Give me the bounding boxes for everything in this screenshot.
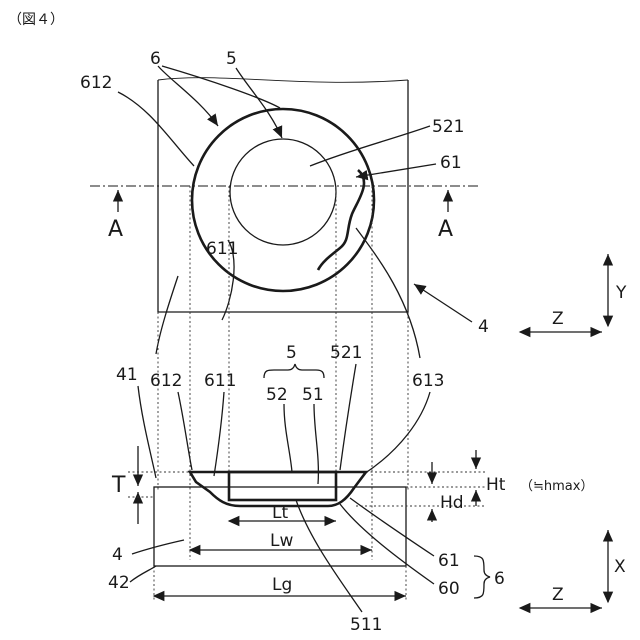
leader-4-sec	[132, 540, 184, 554]
dim-hd-label: Hd	[440, 493, 464, 513]
label-611-top: 611	[206, 239, 238, 259]
label-5-sec: 5	[286, 343, 297, 363]
leader-41-sec	[138, 386, 156, 478]
label-521-sec: 521	[330, 343, 362, 363]
label-a-right: A	[438, 217, 453, 242]
label-612-sec: 612	[150, 371, 182, 391]
axis-z-top-label: Z	[552, 309, 564, 329]
label-6-top: 6	[150, 49, 161, 69]
plate-break-line	[158, 78, 408, 83]
leader-5-top	[236, 68, 282, 138]
section-view: T Ht （≒hmax） Hd Lt Lw Lg 5 52 51 521 613…	[108, 239, 626, 635]
leader-521-sec	[340, 364, 356, 470]
leader-61-sec	[350, 498, 434, 556]
label-521-top: 521	[432, 117, 464, 137]
plate-outline	[158, 80, 408, 312]
label-a-left: A	[108, 217, 123, 242]
axis-z-sec-label: Z	[552, 585, 564, 605]
leader-613-sec	[364, 392, 430, 474]
label-4-top: 4	[478, 317, 489, 337]
dim-t-label: T	[111, 473, 126, 498]
label-52: 52	[266, 385, 288, 405]
stud-section	[229, 472, 336, 500]
label-4-sec: 4	[112, 545, 123, 565]
stud-circle	[230, 139, 336, 245]
weld-outer-circle	[192, 109, 374, 291]
brace-6	[474, 556, 490, 598]
leader-41	[156, 276, 178, 354]
top-view: A A 6 5 612 521 61 4 Z Y	[80, 49, 627, 358]
label-6-sec: 6	[494, 569, 505, 589]
label-61-top: 61	[440, 153, 462, 173]
label-511: 511	[350, 615, 382, 635]
label-60: 60	[438, 579, 460, 599]
label-41: 41	[116, 365, 138, 385]
leader-511	[296, 500, 362, 612]
leader-4-top	[414, 284, 472, 322]
brace-5	[264, 364, 324, 378]
dim-ht-note: （≒hmax）	[520, 479, 593, 494]
dim-lw-label: Lw	[270, 531, 293, 551]
dim-lg-label: Lg	[272, 575, 292, 595]
figure-title: （図４）	[8, 12, 64, 28]
leader-42	[130, 566, 156, 582]
label-42: 42	[108, 573, 130, 593]
axis-y-label: Y	[615, 283, 627, 303]
axis-x-label: X	[614, 557, 626, 577]
leader-60	[340, 504, 434, 584]
leader-613	[356, 228, 420, 358]
dim-ht-label: Ht	[486, 475, 506, 495]
leader-52	[284, 404, 292, 472]
label-612-top: 612	[80, 73, 112, 93]
leader-611-sec	[214, 392, 224, 476]
leader-6a	[158, 66, 218, 126]
label-51: 51	[302, 385, 324, 405]
leader-521-top	[310, 126, 430, 166]
label-611-sec: 611	[204, 371, 236, 391]
label-5-top: 5	[226, 49, 237, 69]
dim-lt-label: Lt	[272, 503, 288, 523]
leader-612-top	[118, 92, 194, 166]
label-61-sec: 61	[438, 551, 460, 571]
label-613-sec: 613	[412, 371, 444, 391]
